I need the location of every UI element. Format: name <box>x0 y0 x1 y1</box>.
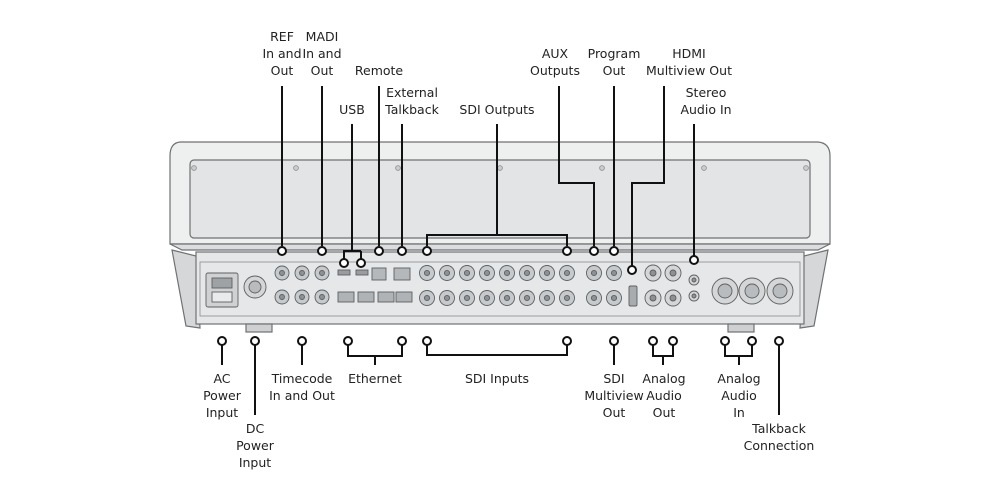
label-analog-audio-in: Analog Audio In <box>717 371 761 420</box>
label-dc-power-input: DC Power Input <box>236 421 274 470</box>
label-analog-audio-out: Analog Audio Out <box>642 371 686 420</box>
label-sdi-inputs: SDI Inputs <box>464 371 530 386</box>
callout-markers <box>217 246 784 346</box>
rear-panel-connectors <box>205 264 794 308</box>
label-remote: Remote <box>354 63 404 78</box>
label-ac-power-input: AC Power Input <box>203 371 241 420</box>
label-sdi-multiview-out: SDI Multiview Out <box>584 371 644 420</box>
label-usb: USB <box>339 102 365 117</box>
label-ethernet: Ethernet <box>348 371 402 386</box>
label-ref-in-out: REF In and Out <box>262 29 302 78</box>
label-talkback-connection: Talkback Connection <box>743 421 815 453</box>
callout-leader-lines <box>221 86 780 415</box>
label-sdi-outputs: SDI Outputs <box>459 102 535 117</box>
label-aux-outputs: AUX Outputs <box>530 46 580 78</box>
label-timecode-in-out: Timecode In and Out <box>269 371 335 403</box>
label-program-out: Program Out <box>587 46 641 78</box>
console-body <box>169 141 831 333</box>
label-hdmi-multiview-out: HDMI Multiview Out <box>646 46 732 78</box>
label-madi-in-out: MADI In and Out <box>302 29 342 78</box>
label-stereo-audio-in: Stereo Audio In <box>680 85 732 117</box>
label-external-talkback: External Talkback <box>385 85 439 117</box>
